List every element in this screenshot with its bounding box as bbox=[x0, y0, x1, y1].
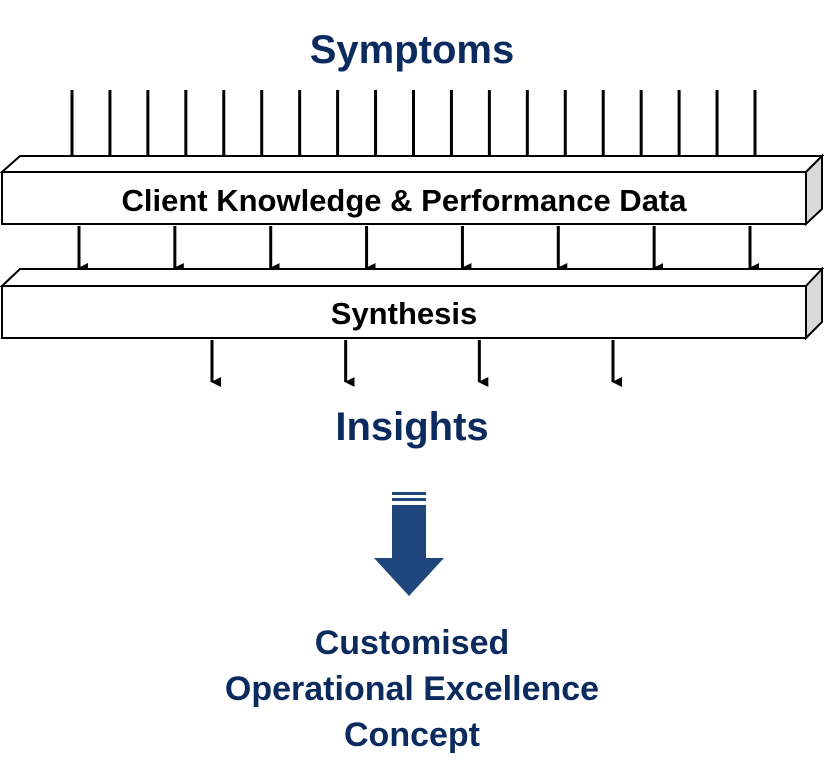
insight-arrows bbox=[210, 340, 622, 387]
result-line-3: Concept bbox=[344, 716, 480, 754]
insights-heading: Insights bbox=[335, 405, 489, 449]
synthesis-layer-label: Synthesis bbox=[331, 296, 477, 331]
result-line-2: Operational Excellence bbox=[224, 670, 600, 708]
big-arrow-body bbox=[374, 505, 444, 596]
big-arrow-stripe-top bbox=[392, 492, 426, 495]
knowledge-layer-front-face bbox=[1, 171, 807, 225]
between-layer-arrows bbox=[77, 226, 759, 273]
result-heading: Customised Operational Excellence Concep… bbox=[0, 620, 824, 758]
result-line-1: Customised bbox=[314, 624, 510, 662]
knowledge-data-layer: Client Knowledge & Performance Data bbox=[0, 153, 824, 227]
synthesis-layer-top-face bbox=[0, 268, 824, 287]
big-down-arrow bbox=[374, 492, 444, 596]
synthesis-layer: Synthesis bbox=[0, 266, 824, 341]
big-arrow-stripe-middle bbox=[392, 498, 426, 501]
knowledge-layer-top-face bbox=[0, 155, 824, 173]
symptom-arrows bbox=[70, 90, 764, 165]
synthesis-layer-front-face bbox=[1, 285, 807, 339]
symptoms-heading: Symptoms bbox=[309, 28, 515, 72]
knowledge-layer-label: Client Knowledge & Performance Data bbox=[121, 183, 687, 218]
